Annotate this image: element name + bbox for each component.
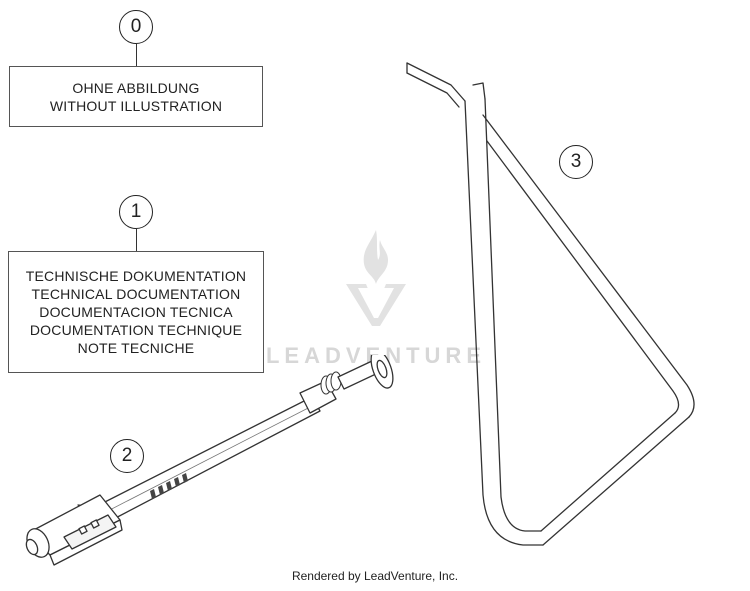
callout-3[interactable]: 3 xyxy=(559,145,593,179)
label-box-technical-documentation: TECHNISCHE DOKUMENTATION TECHNICAL DOCUM… xyxy=(8,251,264,373)
callout-0-number: 0 xyxy=(130,16,142,37)
callout-2-number: 2 xyxy=(121,445,133,466)
callout-1-number: 1 xyxy=(130,201,142,222)
callout-2[interactable]: 2 xyxy=(110,439,144,473)
box-0-line-1: OHNE ABBILDUNG xyxy=(72,79,200,96)
footer-credit: Rendered by LeadVenture, Inc. xyxy=(291,569,459,583)
leadventure-logo-icon xyxy=(346,230,406,326)
box-1-line-3: DOCUMENTACION TECNICA xyxy=(39,304,233,320)
box-1-line-4: DOCUMENTATION TECHNIQUE xyxy=(29,322,243,338)
callout-3-number: 3 xyxy=(570,151,582,172)
box-1-line-1: TECHNISCHE DOKUMENTATION xyxy=(25,268,247,284)
callout-1-leader xyxy=(136,229,137,251)
part-3-side-stand[interactable] xyxy=(395,55,740,565)
callout-1[interactable]: 1 xyxy=(119,195,153,229)
callout-0-leader xyxy=(136,44,137,66)
label-box-without-illustration: OHNE ABBILDUNG WITHOUT ILLUSTRATION xyxy=(9,66,263,127)
box-1-line-5: NOTE TECNICHE xyxy=(77,340,195,356)
box-1-line-2: TECHNICAL DOCUMENTATION xyxy=(31,286,241,302)
callout-0[interactable]: 0 xyxy=(119,10,153,44)
box-0-line-2: WITHOUT ILLUSTRATION xyxy=(49,97,223,114)
part-2-pressure-gauge[interactable] xyxy=(20,355,410,570)
